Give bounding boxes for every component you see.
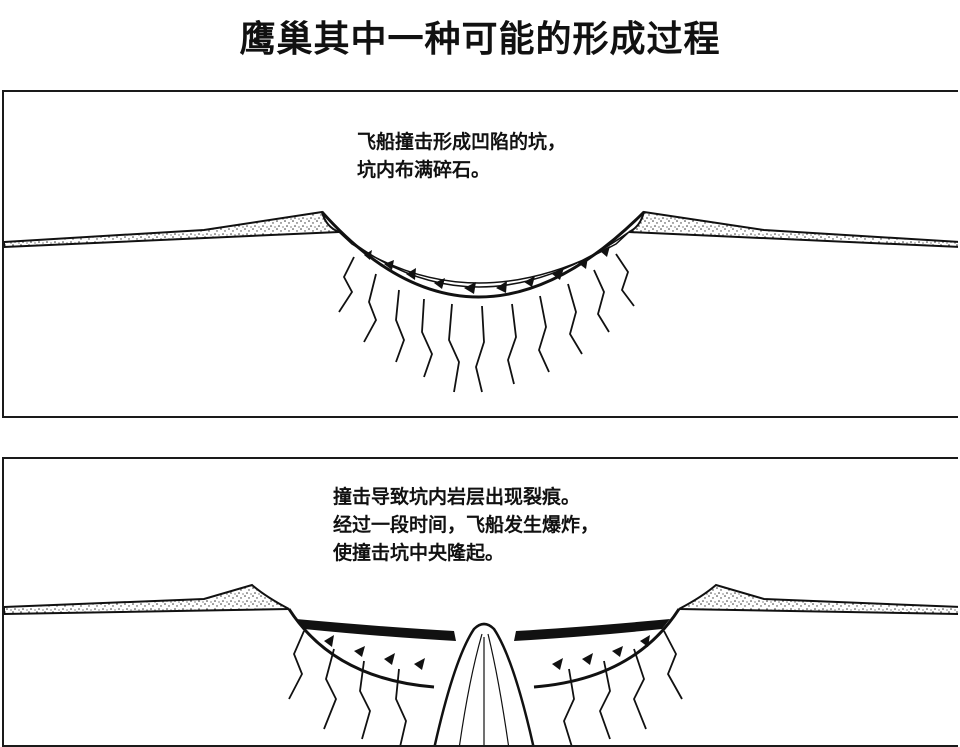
uplift-lines	[458, 633, 510, 745]
dark-layer	[514, 619, 670, 641]
panel-1-caption: 飞船撞击形成凹陷的坑， 坑内布满碎石。	[357, 128, 566, 184]
crater-debris	[324, 635, 650, 670]
caption-line: 经过一段时间，飞船发生爆炸，	[333, 514, 600, 536]
crater-debris	[364, 246, 610, 294]
crater-bowl	[287, 608, 435, 689]
caption-line: 坑内布满碎石。	[357, 159, 491, 181]
panel-2-caption: 撞击导致坑内岩层出现裂痕。 经过一段时间，飞船发生爆炸， 使撞击坑中央隆起。	[333, 483, 599, 567]
crater-bowl	[533, 608, 681, 689]
panel-central-uplift: 撞击导致坑内岩层出现裂痕。 经过一段时间，飞船发生爆炸， 使撞击坑中央隆起。	[2, 457, 958, 747]
crater-cracks	[288, 630, 683, 745]
caption-line: 撞击导致坑内岩层出现裂痕。	[333, 486, 581, 508]
ground-surface	[4, 210, 958, 249]
caption-line: 飞船撞击形成凹陷的坑，	[357, 131, 567, 153]
panel-impact-crater: 飞船撞击形成凹陷的坑， 坑内布满碎石。	[2, 90, 958, 418]
uplift-illustration	[4, 583, 958, 745]
crater-illustration	[4, 210, 958, 393]
ground-surface	[4, 583, 958, 616]
diagram-title: 鹰巢其中一种可能的形成过程	[239, 19, 721, 60]
dark-layer	[296, 619, 456, 641]
caption-line: 使撞击坑中央隆起。	[333, 542, 505, 564]
crater-cracks	[338, 253, 635, 393]
